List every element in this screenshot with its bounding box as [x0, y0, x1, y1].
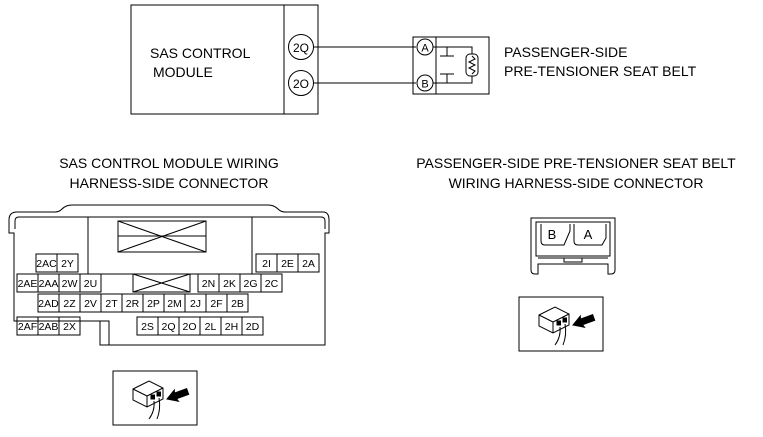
- pin-2c-label: 2C: [265, 278, 279, 290]
- pin-2s-label: 2S: [141, 321, 154, 333]
- pin-2ad-label: 2AD: [38, 298, 59, 310]
- pin-2ab-label: 2AB: [39, 321, 59, 333]
- pin-2w-label: 2W: [62, 278, 78, 290]
- device-label-line-2: PRE-TENSIONER SEAT BELT: [504, 63, 697, 79]
- pin-2h-label: 2H: [225, 321, 238, 333]
- pin-2f-label: 2F: [210, 298, 222, 310]
- terminal-a-label: A: [584, 227, 593, 242]
- module-pin-2o-label: 2O: [293, 77, 309, 91]
- harness-side-view-icon: [518, 296, 604, 352]
- pin-2ae-label: 2AE: [18, 278, 38, 290]
- pin-2y: [56, 253, 79, 273]
- left-connector-caption-line-2: HARNESS-SIDE CONNECTOR: [70, 175, 269, 191]
- pin-2b-label: 2B: [231, 298, 244, 310]
- terminal-b-label: B: [548, 227, 557, 242]
- device-pin-b-label: B: [421, 79, 428, 91]
- pin-2k-label: 2K: [223, 278, 236, 290]
- pin-2ac-label: 2AC: [36, 258, 57, 270]
- pin-2af-label: 2AF: [18, 321, 37, 333]
- pin-2t-label: 2T: [105, 298, 118, 310]
- pin-2j-label: 2J: [190, 298, 201, 310]
- pin-2b: [226, 293, 249, 313]
- pin-2v-label: 2V: [84, 298, 97, 310]
- module-label-line-1: SAS CONTROL: [150, 45, 251, 61]
- pin-2d: [241, 316, 264, 336]
- pin-2g-label: 2G: [243, 278, 257, 290]
- blank-cavity: [132, 273, 191, 293]
- pin-2x-label: 2X: [63, 321, 76, 333]
- sas-harness-connector: [8, 204, 330, 346]
- pin-2a-label: 2A: [302, 258, 315, 270]
- pin-2c: [260, 273, 283, 293]
- pin-2p-label: 2P: [147, 298, 160, 310]
- pin-2u: [79, 273, 102, 293]
- right-connector-caption-line-1: PASSENGER-SIDE PRE-TENSIONER SEAT BELT: [416, 155, 736, 171]
- pin-2q-label: 2Q: [161, 321, 175, 333]
- pin-2z-label: 2Z: [63, 298, 76, 310]
- module-pin-2q-label: 2Q: [293, 41, 309, 55]
- pin-2l-label: 2L: [205, 321, 217, 333]
- device-label-line-1: PASSENGER-SIDE: [504, 44, 627, 60]
- module-label-line-2: MODULE: [153, 64, 213, 80]
- pin-2m-label: 2M: [167, 298, 182, 310]
- pin-2x: [58, 316, 81, 336]
- pin-2y-label: 2Y: [61, 258, 74, 270]
- pin-2d-label: 2D: [246, 321, 260, 333]
- pretensioner-harness-connector: B A: [530, 217, 616, 275]
- harness-side-view-icon: [112, 370, 198, 426]
- device-pin-a-label: A: [421, 43, 429, 55]
- sas-control-module: SAS CONTROL MODULE 2Q 2O: [130, 4, 319, 115]
- pre-tensioner-device: A B: [412, 36, 490, 95]
- pin-2aa-label: 2AA: [39, 278, 59, 290]
- pin-2r-label: 2R: [126, 298, 140, 310]
- pin-2i-label: 2I: [262, 258, 271, 270]
- pin-2o-label: 2O: [182, 321, 196, 333]
- pin-2n-label: 2N: [202, 278, 215, 290]
- pin-2u-label: 2U: [84, 278, 97, 290]
- squib-element: [465, 53, 479, 77]
- right-connector-caption-line-2: WIRING HARNESS-SIDE CONNECTOR: [449, 175, 704, 191]
- pin-2a: [297, 253, 320, 273]
- left-connector-caption-line-1: SAS CONTROL MODULE WIRING: [59, 155, 279, 171]
- pin-2e-label: 2E: [281, 258, 294, 270]
